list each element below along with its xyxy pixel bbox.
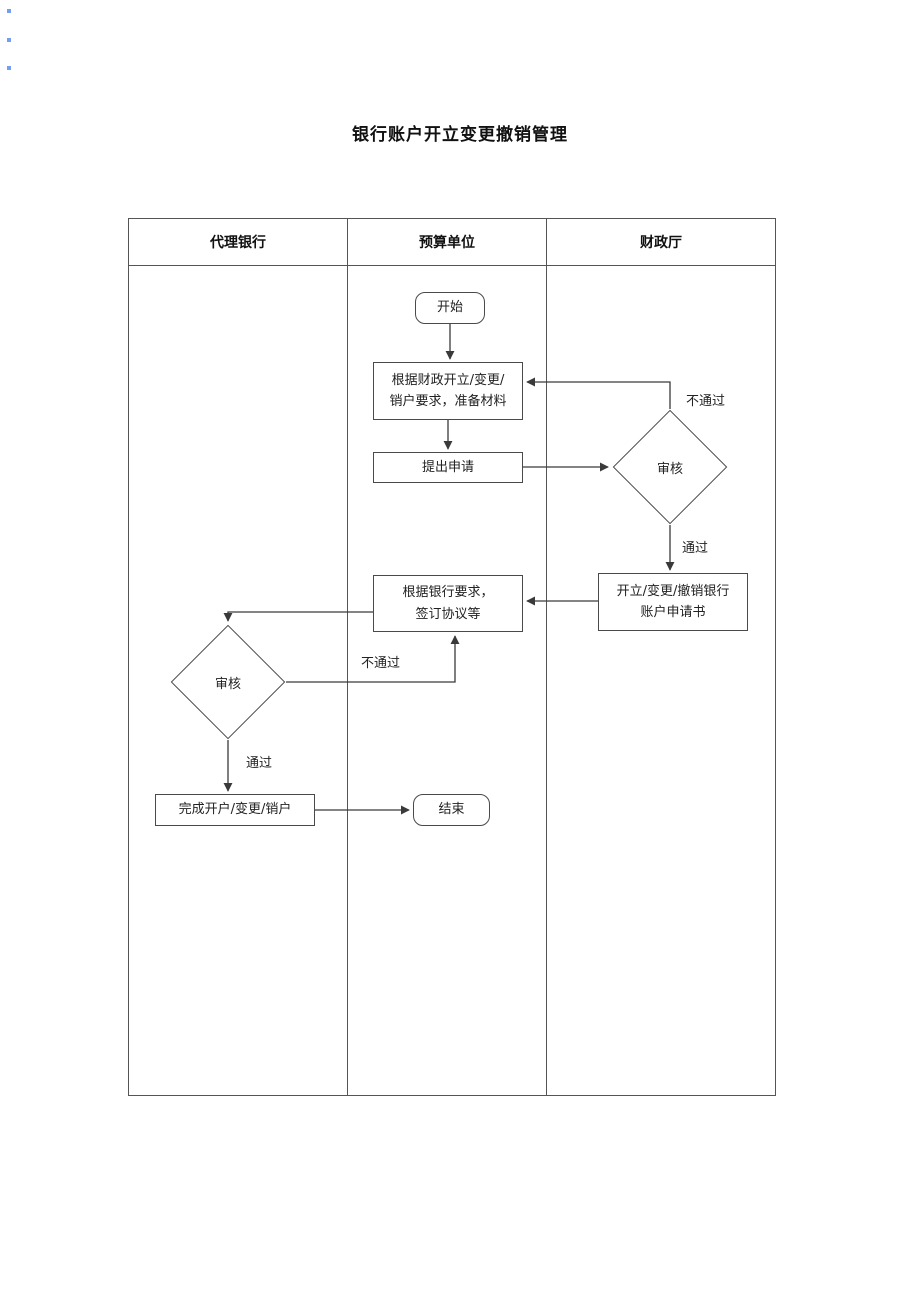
flow-node-account-application-form: 开立/变更/撤销银行 账户申请书 — [598, 573, 748, 631]
flow-node-review-finance: 审核 — [612, 409, 728, 525]
lane-header-finance-department: 财政厅 — [547, 219, 775, 266]
node-text: 开立/变更/撤销银行 — [616, 583, 730, 599]
node-text: 根据财政开立/变更/ — [391, 372, 505, 388]
node-text: 审核 — [214, 676, 241, 692]
flow-node-submit-application: 提出申请 — [373, 452, 523, 483]
lane-budget-unit: 预算单位 — [348, 219, 547, 1095]
lane-header-label: 预算单位 — [419, 235, 475, 251]
flow-node-end: 结束 — [413, 794, 490, 826]
node-text: 提出申请 — [421, 459, 474, 475]
node-text: 结束 — [438, 802, 465, 818]
margin-artifact-dot — [7, 66, 11, 70]
lane-header-label: 财政厅 — [640, 235, 682, 251]
node-text: 开始 — [436, 300, 463, 316]
lane-header-agent-bank: 代理银行 — [129, 219, 347, 266]
node-text: 签订协议等 — [415, 606, 481, 622]
flow-node-sign-agreement: 根据银行要求， 签订协议等 — [373, 575, 523, 632]
lane-header-label: 代理银行 — [210, 235, 266, 251]
margin-artifact-dot — [7, 9, 11, 13]
flow-node-review-bank: 审核 — [170, 624, 286, 740]
lane-header-budget-unit: 预算单位 — [348, 219, 546, 266]
edge-label-review1-pass: 通过 — [682, 541, 709, 556]
node-text: 完成开户/变更/销户 — [178, 802, 292, 818]
node-text: 销户要求，准备材料 — [389, 394, 507, 409]
flow-node-prepare-materials: 根据财政开立/变更/ 销户要求，准备材料 — [373, 362, 523, 420]
lane-finance-department: 财政厅 — [547, 219, 775, 1095]
edge-label-review2-fail: 不通过 — [361, 656, 401, 671]
node-text: 账户申请书 — [640, 605, 706, 620]
node-text: 根据银行要求， — [402, 585, 494, 601]
page-title: 银行账户开立变更撤销管理 — [352, 125, 568, 145]
flow-node-start: 开始 — [415, 292, 485, 324]
margin-artifact-dot — [7, 38, 11, 42]
edge-label-review1-fail: 不通过 — [686, 394, 726, 409]
node-text: 审核 — [656, 461, 683, 477]
edge-label-review2-pass: 通过 — [246, 756, 273, 771]
flow-node-complete: 完成开户/变更/销户 — [155, 794, 315, 826]
